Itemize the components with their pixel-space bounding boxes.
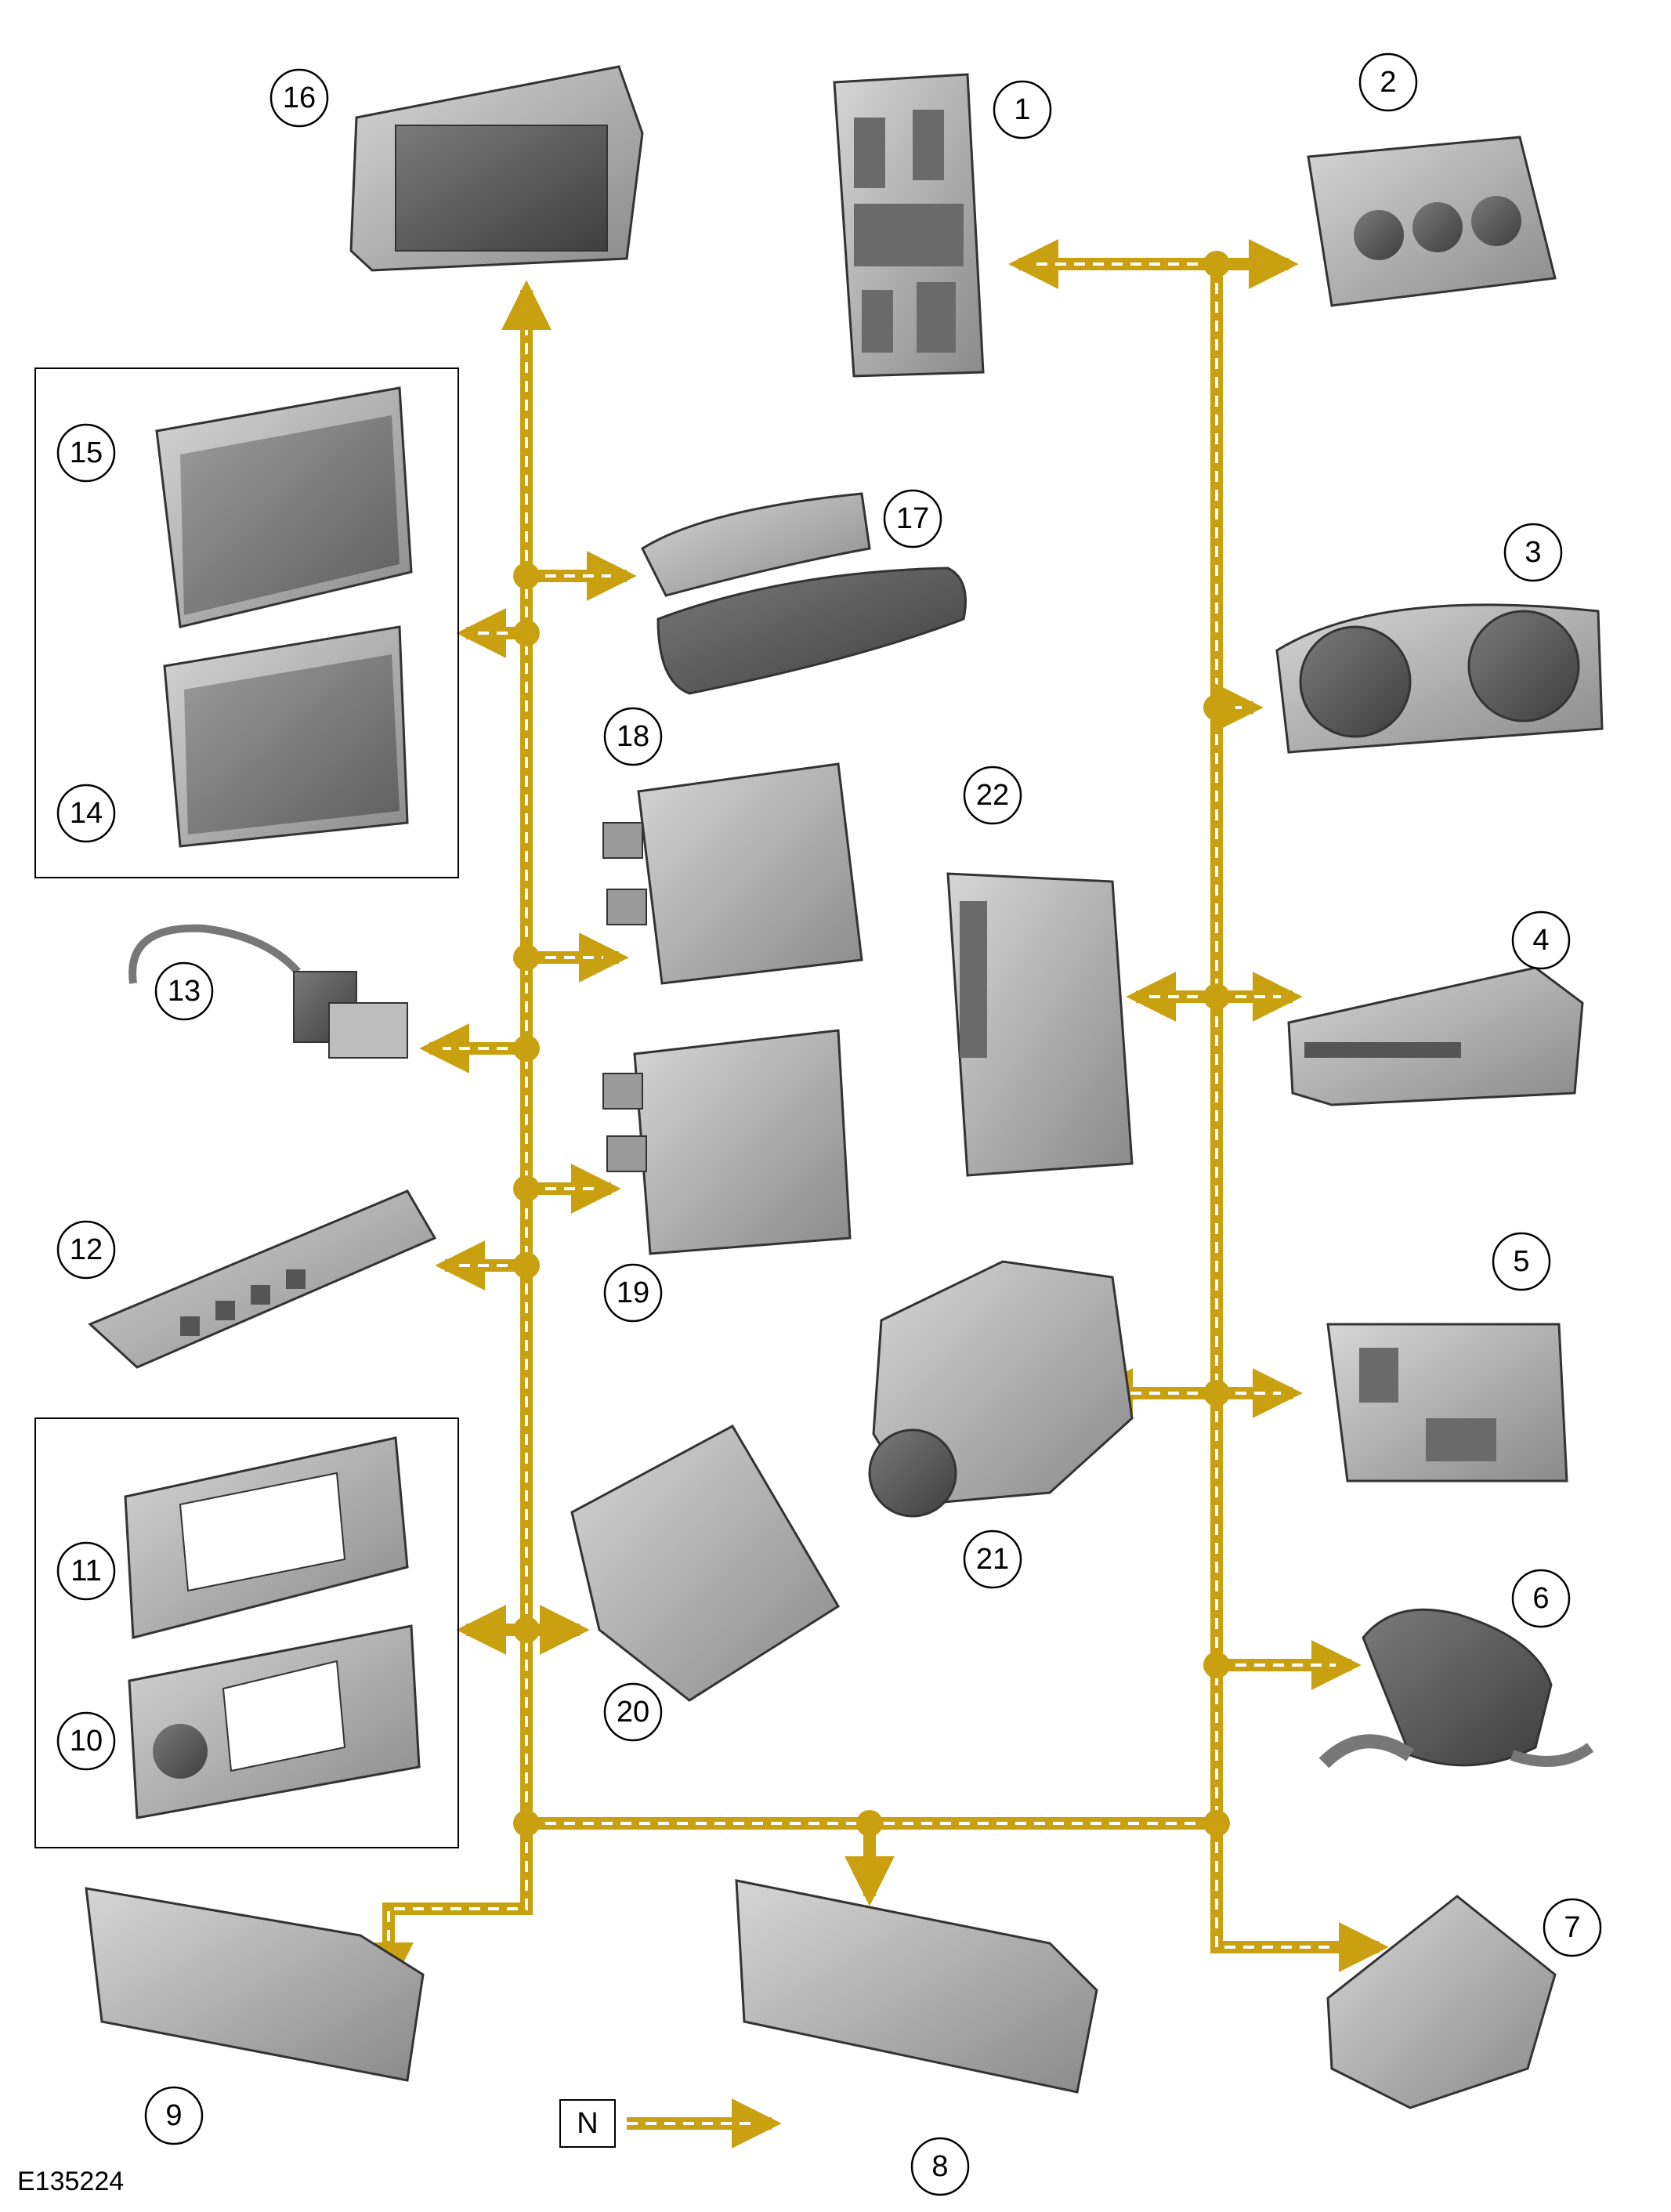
callout-label-19: 19 — [617, 1276, 649, 1309]
callout-label-7: 7 — [1564, 1911, 1580, 1944]
callout-15 — [56, 423, 116, 483]
callout-8 — [910, 2137, 970, 2196]
component-20-module — [570, 1424, 841, 1702]
component-1-fuse-box — [833, 73, 985, 378]
network-bus — [382, 264, 1363, 1975]
component-5-module — [1326, 1323, 1568, 1483]
callout-22 — [963, 766, 1022, 825]
legend-key-label: N — [577, 2107, 598, 2140]
callout-label-1: 1 — [1014, 93, 1030, 126]
callout-17 — [883, 489, 942, 548]
component-11-bezel — [124, 1436, 409, 1639]
callout-label-11: 11 — [71, 1555, 101, 1587]
callout-label-16: 16 — [283, 81, 316, 114]
callout-label-9: 9 — [165, 2099, 182, 2132]
callout-14 — [56, 784, 116, 843]
legend-key: N — [559, 2099, 616, 2148]
callout-16 — [269, 68, 329, 128]
callout-10 — [56, 1711, 116, 1771]
callout-label-20: 20 — [617, 1696, 649, 1729]
component-16-display — [349, 65, 644, 272]
callout-label-21: 21 — [976, 1543, 1009, 1576]
callout-labels: 1 2 3 4 5 6 7 8 9 10 11 12 13 14 15 16 1… — [70, 66, 1581, 2183]
callout-label-15: 15 — [70, 436, 103, 469]
component-15-module — [155, 386, 413, 628]
callout-1 — [993, 80, 1052, 139]
component-12-switch-pack — [88, 1189, 437, 1369]
callout-label-2: 2 — [1380, 66, 1396, 99]
callout-6 — [1511, 1569, 1571, 1628]
link-to-9 — [382, 1823, 533, 1975]
component-18-module — [602, 762, 863, 985]
component-4-media-unit — [1287, 966, 1584, 1106]
callout-18 — [603, 707, 663, 766]
callout-3 — [1503, 523, 1563, 582]
component-9-module — [85, 1887, 425, 2082]
callout-21 — [963, 1530, 1022, 1589]
component-17-rear-mirror — [641, 492, 967, 695]
component-14-module — [163, 625, 409, 848]
callout-9 — [144, 2086, 204, 2145]
component-10-bezel — [128, 1624, 421, 1819]
callout-19 — [603, 1263, 663, 1323]
callout-13 — [154, 961, 214, 1021]
callout-20 — [603, 1682, 663, 1742]
callout-label-10: 10 — [70, 1725, 103, 1758]
component-7-module — [1326, 1895, 1557, 2109]
component-13-cable — [128, 924, 408, 1059]
callout-label-5: 5 — [1513, 1245, 1529, 1278]
component-8-module — [735, 1879, 1098, 2094]
component-3-instrument-cluster — [1275, 603, 1604, 754]
component-22-module — [946, 872, 1134, 1177]
callout-label-12: 12 — [70, 1233, 103, 1266]
callout-5 — [1492, 1232, 1551, 1291]
component-2-climate-panel — [1307, 136, 1557, 307]
frame-14-15 — [34, 367, 459, 878]
legend-key-box — [559, 2099, 616, 2148]
callout-label-22: 22 — [976, 779, 1009, 812]
callouts — [56, 52, 1602, 2196]
component-19-module — [602, 1029, 852, 1255]
callout-7 — [1543, 1898, 1602, 1957]
link-to-7 — [1210, 1823, 1363, 1953]
component-6-pump — [1318, 1608, 1594, 1769]
figure-id: E135224 — [17, 2167, 125, 2196]
callout-label-14: 14 — [70, 797, 103, 830]
callout-label-6: 6 — [1532, 1582, 1549, 1615]
component-21-camera — [868, 1260, 1134, 1518]
callout-label-18: 18 — [617, 720, 649, 753]
callout-label-3: 3 — [1525, 536, 1541, 569]
callout-2 — [1358, 52, 1418, 112]
callout-label-17: 17 — [896, 502, 929, 535]
callout-label-8: 8 — [931, 2150, 948, 2183]
callout-11 — [56, 1541, 116, 1601]
callout-label-13: 13 — [168, 975, 201, 1008]
callout-12 — [56, 1220, 116, 1280]
frame-10-11 — [34, 1417, 459, 1848]
junction-dots — [513, 251, 1230, 1837]
callout-4 — [1511, 911, 1571, 970]
callout-label-4: 4 — [1532, 924, 1549, 957]
